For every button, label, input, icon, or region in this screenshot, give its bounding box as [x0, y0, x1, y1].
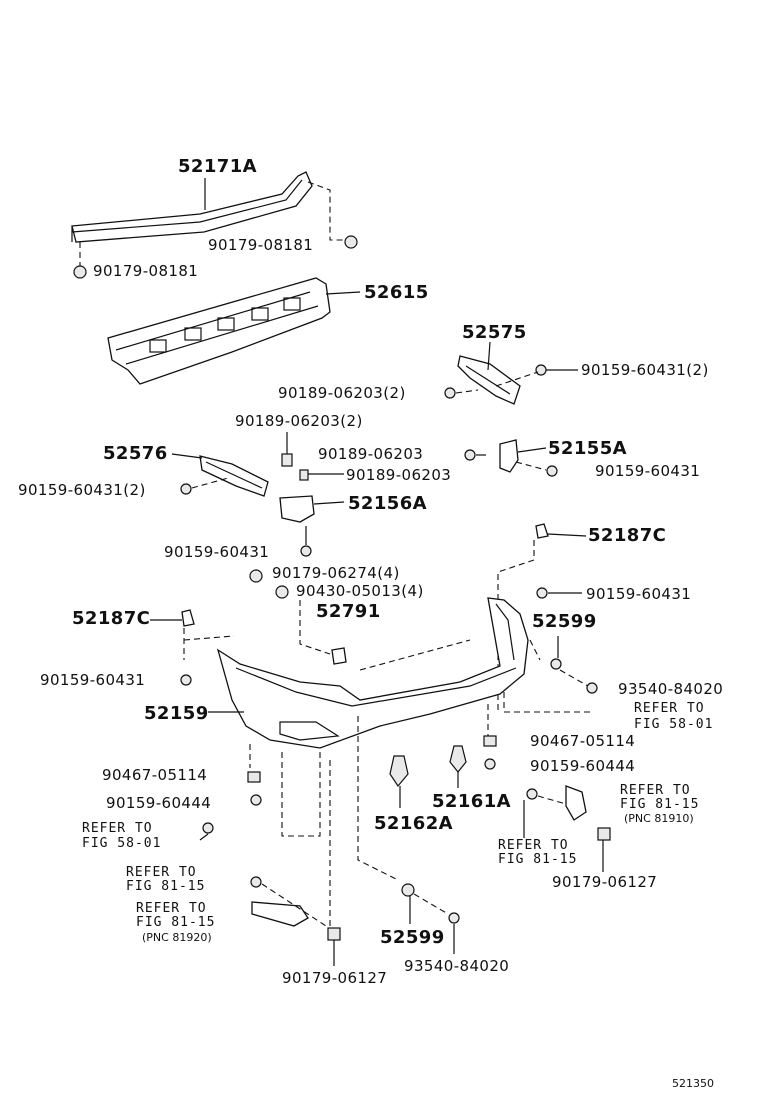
retainer-52575: [457, 355, 521, 405]
reinforcement-bar-52171A: [71, 171, 313, 243]
reference-note: REFER TO: [498, 838, 569, 853]
part-label-52599: 52599: [532, 611, 597, 632]
part-label-52159: 52159: [144, 703, 209, 724]
fastener-label: 90179-08181: [208, 236, 313, 254]
reference-note: FIG 81-15: [620, 797, 699, 812]
fastener-label: 90467-05114: [102, 766, 207, 784]
fastener-label: 90159-60444: [530, 757, 635, 775]
reference-note: REFER TO: [634, 701, 705, 716]
fastener-label: 90159-60431: [164, 543, 269, 561]
reference-note: FIG 58-01: [82, 836, 161, 851]
fastener-label: 90179-06274(4): [272, 564, 400, 582]
fastener-label: 90430-05013(4): [296, 582, 424, 600]
fastener-label: 93540-84020: [618, 680, 723, 698]
reference-note: (PNC 81910): [624, 812, 694, 825]
fastener-label: 90189-06203(2): [235, 412, 363, 430]
reference-note: FIG 58-01: [634, 717, 713, 732]
part-label-52575: 52575: [462, 322, 527, 343]
reference-note: (PNC 81920): [142, 931, 212, 944]
fastener-label: 90159-60431: [586, 585, 691, 603]
part-label-52187C: 52187C: [588, 525, 666, 546]
part-label-52615: 52615: [364, 282, 429, 303]
part-label-52171A: 52171A: [178, 156, 257, 177]
part-label-52791: 52791: [316, 601, 381, 622]
fastener-label: 90159-60431(2): [581, 361, 709, 379]
part-label-52156A: 52156A: [348, 493, 427, 514]
fastener-label: 90189-06203: [346, 466, 451, 484]
nut-icon: [73, 235, 358, 279]
retainer-52576: [199, 455, 269, 497]
reference-note: REFER TO: [620, 783, 691, 798]
fastener-label: 90159-60431: [40, 671, 145, 689]
fastener-label: 90179-06127: [552, 873, 657, 891]
bracket-52155A: [499, 439, 519, 473]
part-label-52187C: 52187C: [72, 608, 150, 629]
reference-note: REFER TO: [136, 901, 207, 916]
absorber-52615: [107, 277, 331, 385]
reference-note: FIG 81-15: [136, 915, 215, 930]
fastener-label: 90179-08181: [93, 262, 198, 280]
part-label-52576: 52576: [103, 443, 168, 464]
fastener-label: 93540-84020: [404, 957, 509, 975]
fastener-label: 90159-60444: [106, 794, 211, 812]
fastener-label: 90189-06203: [318, 445, 423, 463]
bumper-cover-52159: [216, 597, 529, 749]
reference-note: REFER TO: [82, 821, 153, 836]
part-label-52162A: 52162A: [374, 813, 453, 834]
figure-id: 521350: [672, 1077, 714, 1090]
fastener-label: 90467-05114: [530, 732, 635, 750]
part-label-52161A: 52161A: [432, 791, 511, 812]
fastener-label: 90159-60431: [595, 462, 700, 480]
reference-note: FIG 81-15: [126, 879, 205, 894]
part-label-52155A: 52155A: [548, 438, 627, 459]
fastener-label: 90179-06127: [282, 969, 387, 987]
bracket-52156A: [279, 495, 315, 523]
fastener-label: 90189-06203(2): [278, 384, 406, 402]
reference-note: FIG 81-15: [498, 852, 577, 867]
fastener-label: 90159-60431(2): [18, 481, 146, 499]
reference-note: REFER TO: [126, 865, 197, 880]
part-label-52599: 52599: [380, 927, 445, 948]
